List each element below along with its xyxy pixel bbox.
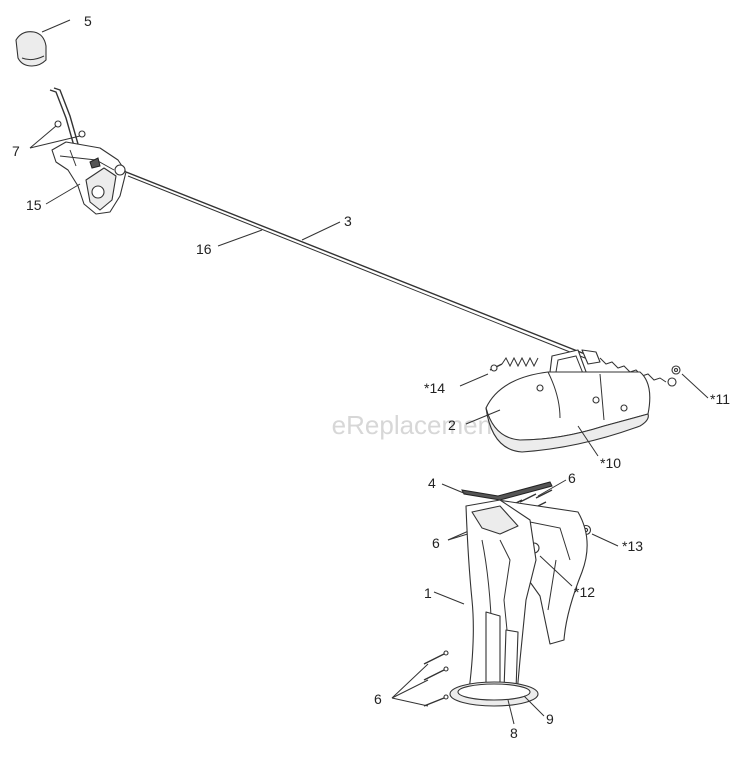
leader-7a <box>29 125 57 149</box>
callout-6-middle: 6 <box>432 535 440 551</box>
part-screws <box>54 120 86 138</box>
part-nut-11 <box>671 365 681 375</box>
leader-9 <box>523 695 545 717</box>
part-shift-rod <box>125 171 591 357</box>
leader-11 <box>681 373 709 399</box>
leader-7b <box>29 135 81 149</box>
leader-8 <box>507 699 515 725</box>
callout-14: *14 <box>424 380 445 396</box>
callout-10: *10 <box>600 455 621 471</box>
part-bolts-lower <box>423 650 449 707</box>
leader-13 <box>591 533 619 547</box>
shift-lever-rod <box>49 89 75 147</box>
leader-15 <box>45 183 81 205</box>
callout-13: *13 <box>622 538 643 554</box>
callout-15: 15 <box>26 197 42 213</box>
leader-14 <box>459 373 489 387</box>
callout-2: 2 <box>448 417 456 433</box>
callout-12: *12 <box>574 584 595 600</box>
leader-6c-3 <box>391 697 429 707</box>
callout-6-upper: 6 <box>568 470 576 486</box>
callout-6-lower: 6 <box>374 691 382 707</box>
leader-16 <box>217 229 263 247</box>
leader-4 <box>441 483 467 495</box>
leader-2 <box>465 409 501 425</box>
callout-8: 8 <box>510 725 518 741</box>
callout-4: 4 <box>428 475 436 491</box>
part-strip-4 <box>461 481 553 501</box>
callout-9: 9 <box>546 711 554 727</box>
leader-6a <box>537 479 567 497</box>
part-knob <box>15 31 47 67</box>
part-chute-deflector <box>485 349 651 453</box>
leader-10 <box>577 425 599 457</box>
leader-6c-2 <box>391 679 429 699</box>
part-shift-bracket <box>51 141 127 215</box>
callout-1: 1 <box>424 585 432 601</box>
part-rod-end-spring <box>581 349 677 387</box>
callout-11: *11 <box>710 391 730 407</box>
leader-3 <box>301 221 341 241</box>
part-spring-14 <box>489 356 539 372</box>
callout-3: 3 <box>344 213 352 229</box>
callout-7: 7 <box>12 143 20 159</box>
callout-5: 5 <box>84 13 92 29</box>
leader-6c-1 <box>391 663 429 699</box>
leader-12 <box>539 555 573 587</box>
callout-16: 16 <box>196 241 212 257</box>
part-chute-body <box>465 499 588 705</box>
leader-5 <box>41 19 71 33</box>
part-base-ring <box>449 681 539 707</box>
leader-1 <box>433 591 465 605</box>
